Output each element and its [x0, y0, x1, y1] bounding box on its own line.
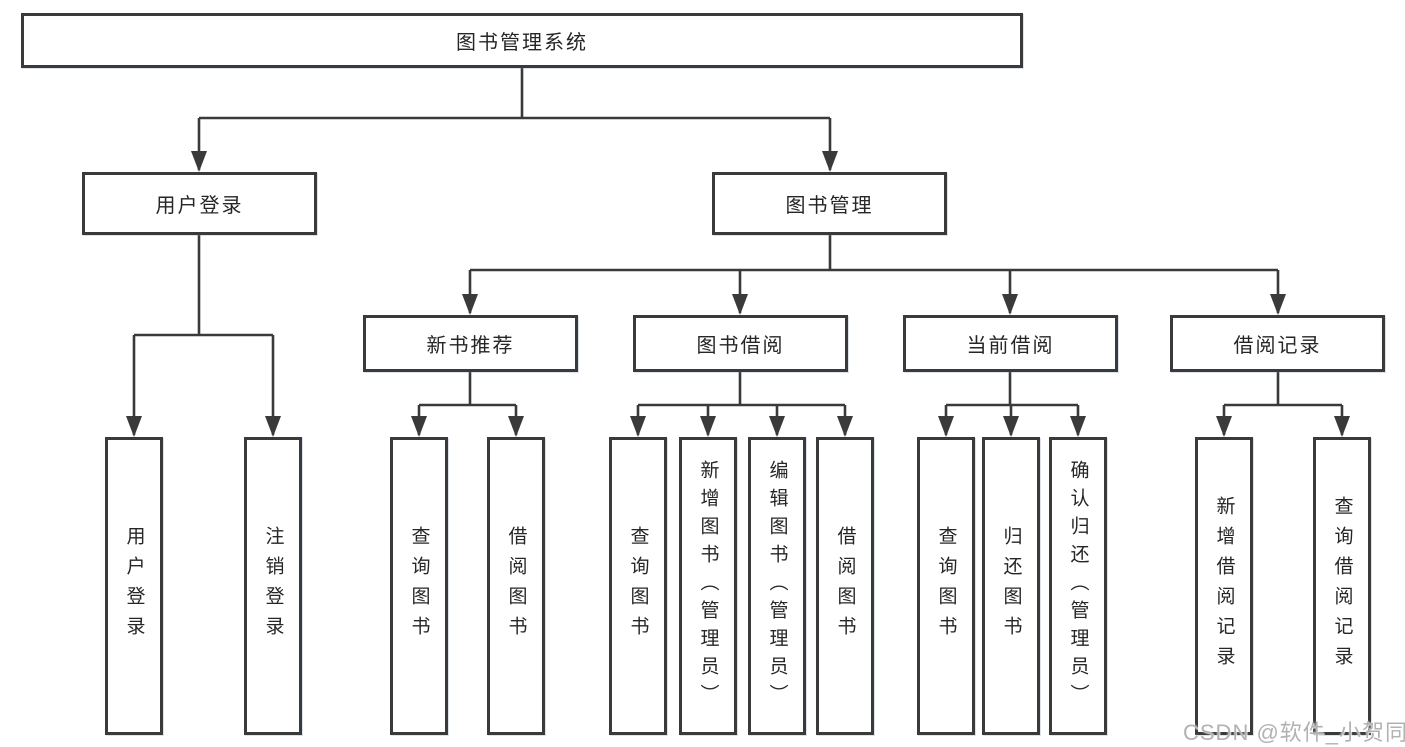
- leaf-current-query-books: 查询图书: [917, 437, 975, 735]
- arrowheads: [126, 151, 1350, 437]
- node-user-login: 用户登录: [82, 172, 317, 235]
- csdn-watermark: CSDN @软件_小贺同学: [1183, 720, 1405, 745]
- leaf-current-return-books: 归还图书: [982, 437, 1040, 735]
- node-borrow-records: 借阅记录: [1170, 315, 1385, 372]
- leaf-borrow-borrow-books: 借阅图书: [816, 437, 874, 735]
- leaf-newbook-query-books: 查询图书: [390, 437, 448, 735]
- node-new-book-recommend: 新书推荐: [363, 315, 578, 372]
- leaf-borrow-query-books: 查询图书: [609, 437, 667, 735]
- leaf-current-confirm-return-admin: 确认归还（管理员）: [1049, 437, 1107, 735]
- leaf-newbook-borrow-books: 借阅图书: [487, 437, 545, 735]
- leaf-records-add-borrow-record: 新增借阅记录: [1195, 437, 1253, 735]
- leaf-logout-login: 注销登录: [244, 437, 302, 735]
- leaf-borrow-add-books-admin: 新增图书（管理员）: [679, 437, 737, 735]
- leaf-records-query-borrow-record: 查询借阅记录: [1313, 437, 1371, 735]
- node-library-management-system: 图书管理系统: [21, 13, 1023, 68]
- node-book-management: 图书管理: [712, 172, 947, 235]
- leaf-user-login: 用户登录: [105, 437, 163, 735]
- connector-lines: [132, 68, 1344, 435]
- node-book-borrow: 图书借阅: [633, 315, 848, 372]
- leaf-borrow-edit-books-admin: 编辑图书（管理员）: [748, 437, 806, 735]
- node-current-borrow: 当前借阅: [903, 315, 1118, 372]
